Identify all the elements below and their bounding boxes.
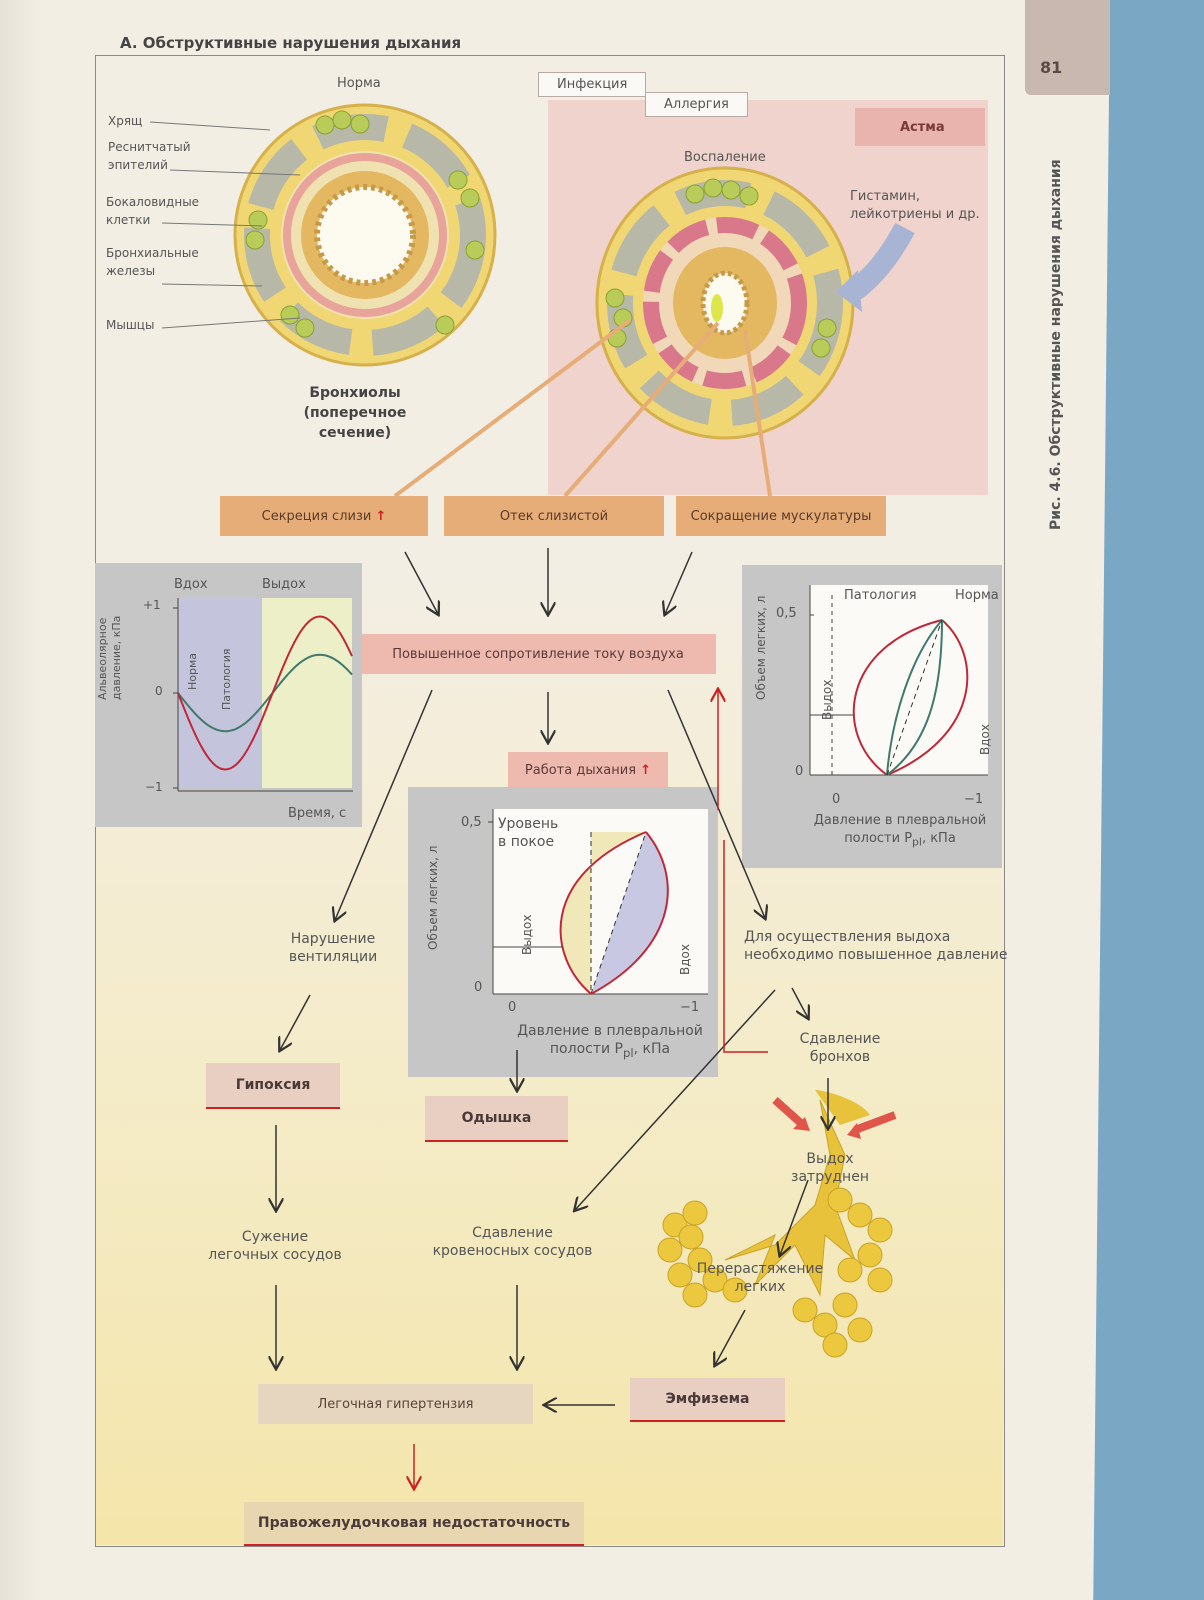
- chart-left-ytick-bottom: −1: [145, 780, 163, 794]
- tag-infection: Инфекция: [538, 72, 647, 97]
- chart-right-ytick-top: 0,5: [776, 606, 797, 621]
- label-glands: железы: [106, 264, 156, 278]
- chart-middle-ytick-zero: 0: [474, 980, 483, 995]
- asthma-bronchiole-illustration: [595, 166, 855, 440]
- vessel-compression: Сдавление кровеносных сосудов: [432, 1225, 593, 1259]
- lung-alveoli-illustration: [657, 1090, 897, 1358]
- asthma-band: [855, 108, 985, 146]
- chart-right-xtick-one: −1: [964, 792, 984, 807]
- cause-mucosal-edema: Отек слизистой: [444, 496, 664, 536]
- resistance-box: Повышенное сопротивление току воздуха: [360, 634, 716, 674]
- inflammation-label: Воспаление: [684, 150, 766, 165]
- cause-mucus-secretion: Секреция слизи ↑: [220, 496, 428, 536]
- chart-left-ytick-top: +1: [143, 598, 161, 612]
- label-cartilage: Хрящ: [108, 114, 143, 128]
- chart-left-xlabel: Время, с: [288, 806, 347, 821]
- chart-right-ytick-zero: 0: [795, 764, 804, 779]
- chart-left-inspiration: Вдох: [174, 577, 208, 592]
- label-ciliated: Реснитчатый: [108, 140, 191, 154]
- chart-middle-xtick-zero: 0: [508, 1000, 517, 1015]
- cause-muscle-contraction: Сокращение мускулатуры: [676, 496, 886, 536]
- chart-right-normal: Норма: [955, 588, 999, 603]
- chart-right-pathology: Патология: [844, 588, 917, 603]
- chart-right-pressure-volume: [809, 585, 988, 776]
- chart-middle-xtick-one: −1: [680, 1000, 700, 1015]
- expiration-pressure-text: Для осуществления выдоха необходимо повы…: [744, 929, 1008, 963]
- section-title: A. Обструктивные нарушения дыхания: [112, 34, 470, 52]
- chart-right-xlabel: Давление в плевральной полости Ppl, кПа: [813, 813, 987, 849]
- page-number: 81: [1040, 58, 1063, 77]
- label-epithelium: эпителий: [108, 158, 168, 172]
- exhalation-difficult: Выдох затруднен: [791, 1151, 869, 1185]
- normal-bronchiole-illustration: [233, 103, 497, 367]
- pathology-pressure-curve: [177, 615, 353, 771]
- chart-middle-pressure-volume: [488, 809, 708, 995]
- hypoxia-box: Гипоксия: [206, 1063, 340, 1109]
- emphysema-box: Эмфизема: [630, 1378, 785, 1422]
- label-cells: клетки: [106, 213, 151, 227]
- chart-middle-ytick-top: 0,5: [461, 815, 482, 830]
- work-of-breathing-box: Работа дыхания ↑: [508, 752, 668, 788]
- chart-left-expiration: Выдох: [262, 577, 306, 592]
- page-tab: [1025, 0, 1110, 95]
- right-ventricular-failure-box: Правожелудочковая недостаточность: [244, 1502, 584, 1546]
- tag-allergy: Аллергия: [645, 92, 748, 117]
- asthma-title: Астма: [900, 120, 945, 135]
- page-gutter: [0, 0, 40, 1600]
- pulmonary-hypertension-box: Легочная гипертензия: [258, 1384, 533, 1424]
- mediators-label: Гистамин, лейкотриены и др.: [850, 189, 980, 222]
- chart-right-xtick-zero: 0: [832, 792, 841, 807]
- ventilation-impairment: Нарушение вентиляции: [288, 931, 378, 965]
- label-bronchial: Бронхиальные: [106, 246, 199, 260]
- chart-middle-xlabel: Давление в плевральной полости Ppl, кПа: [517, 1023, 703, 1060]
- label-muscles: Мышцы: [106, 318, 155, 332]
- dyspnea-box: Одышка: [425, 1096, 568, 1142]
- normal-pressure-curve: [177, 653, 353, 733]
- chart-left-alveolar-pressure: [173, 598, 353, 792]
- lung-overdistension: Перерастяжение легких: [696, 1261, 824, 1295]
- vasoconstriction: Сужение легочных сосудов: [208, 1229, 342, 1263]
- chart-middle-rest-level: Уровень в покое: [498, 816, 559, 850]
- normal-caption: Бронхиолы (поперечное сечение): [303, 385, 407, 441]
- chart-left-ytick-zero: 0: [155, 684, 163, 698]
- bronchi-compression: Сдавление бронхов: [799, 1031, 881, 1065]
- label-goblet: Бокаловидные: [106, 195, 200, 209]
- normal-title: Норма: [337, 76, 381, 91]
